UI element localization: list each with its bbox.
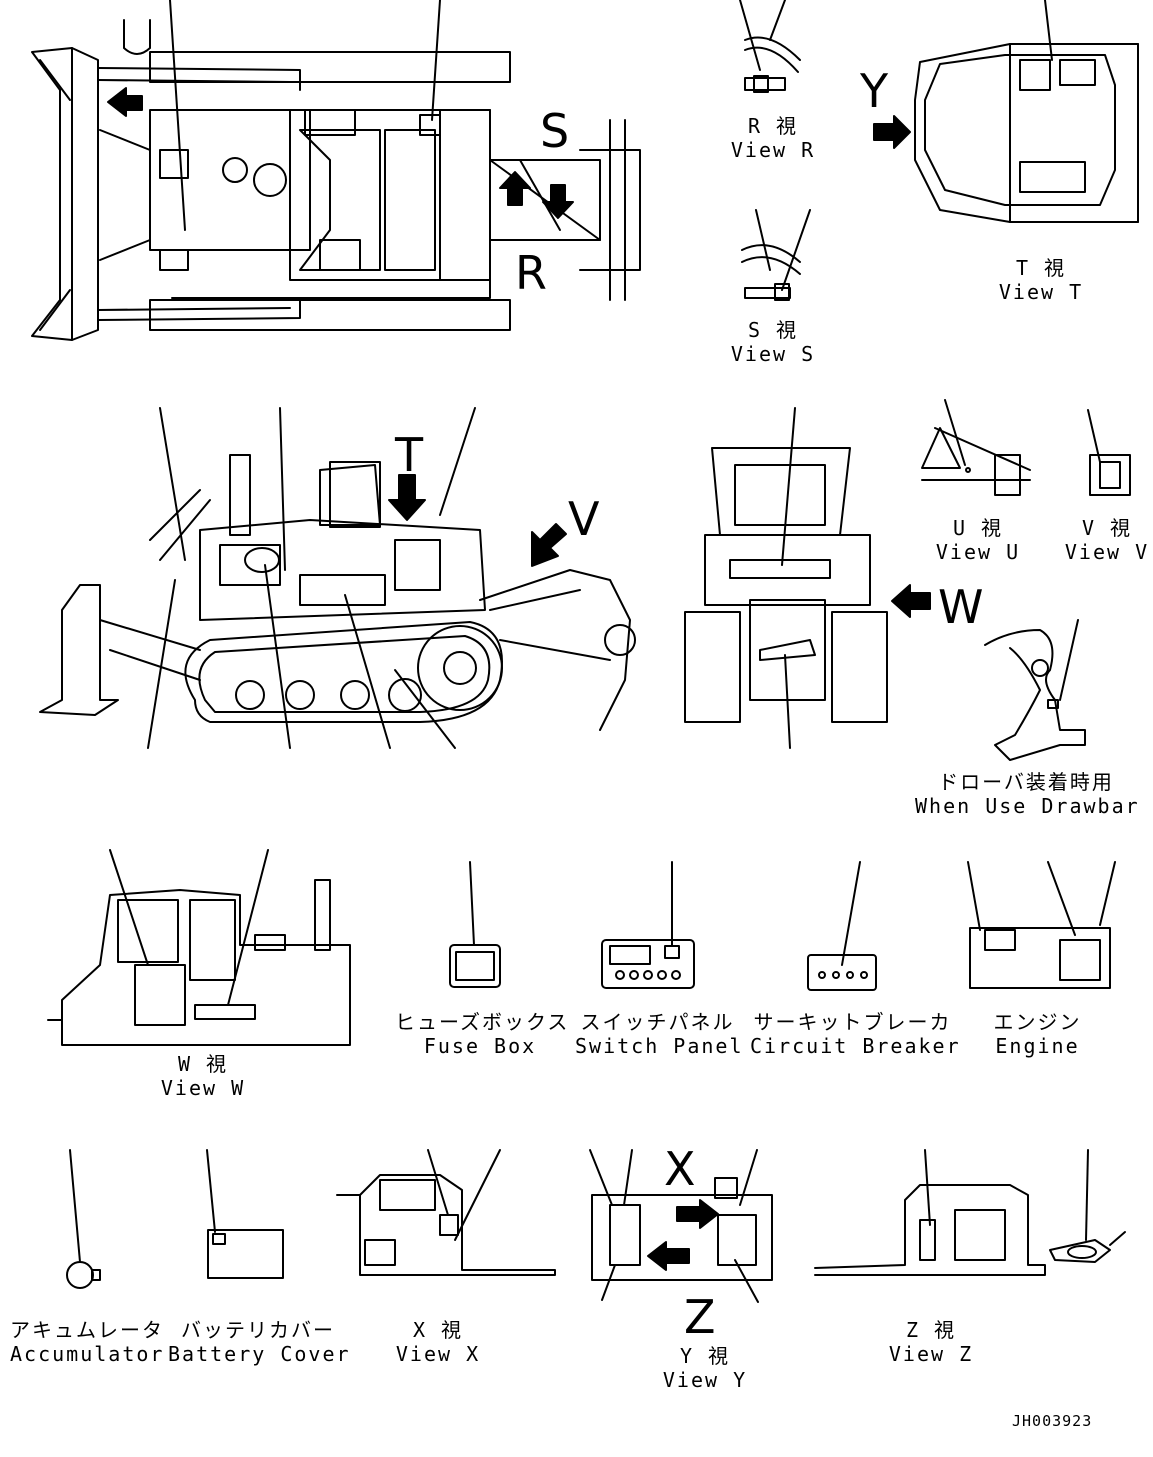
arrow-v-icon: [531, 523, 567, 567]
view-w-detail: [47, 849, 351, 1046]
letter-s: S: [540, 104, 570, 158]
rear-view-dozer: [684, 407, 888, 749]
view-v-detail: [1087, 409, 1131, 496]
view-x-detail: [336, 1149, 556, 1276]
accumulator-detail: [66, 1149, 101, 1289]
view-s-detail: [741, 209, 811, 301]
switch-panel-detail: [601, 861, 695, 989]
letter-r: R: [515, 246, 547, 300]
fuse-box-detail: [449, 861, 501, 988]
circuit-breaker-detail: [807, 861, 877, 991]
drawbar-detail: [984, 619, 1086, 761]
letter-v: V: [568, 492, 600, 546]
drawing-code: JH003923: [1012, 1412, 1093, 1430]
letter-t: T: [395, 428, 424, 482]
top-view-dozer: [31, 0, 641, 341]
cone-part-detail: [1049, 1149, 1126, 1263]
view-t-detail: [914, 0, 1139, 223]
arrow-w-icon: [891, 584, 931, 618]
arrow-z-icon: [647, 1241, 690, 1271]
arrow-r-down-icon: [542, 184, 574, 219]
letter-w: W: [938, 580, 984, 634]
arrow-t-icon: [388, 474, 426, 521]
battery-cover-detail: [206, 1149, 284, 1279]
arrow-s-up-icon: [499, 171, 531, 206]
view-r-detail: [739, 0, 801, 93]
engine-detail: [967, 861, 1116, 989]
view-u-detail: [921, 399, 1031, 496]
letter-z: Z: [684, 1290, 716, 1344]
letter-x: X: [664, 1142, 696, 1196]
arrow-u-icon: [107, 87, 143, 117]
arrow-x-icon: [676, 1199, 719, 1229]
letter-y: Y: [860, 64, 889, 118]
view-y-detail: [589, 1149, 773, 1303]
arrow-y-icon: [873, 115, 911, 149]
side-view-dozer: [39, 407, 636, 749]
view-z-detail: [814, 1149, 1046, 1276]
